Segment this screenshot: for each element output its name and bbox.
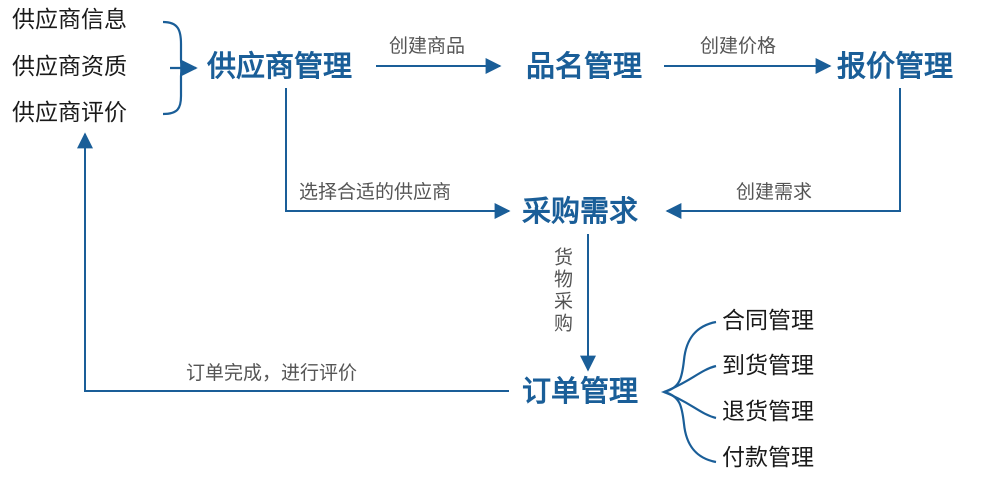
- payment-management-label: 付款管理: [722, 445, 814, 471]
- order-items-brace-inner: [660, 364, 717, 420]
- supplier-qualification-label: 供应商资质: [12, 54, 127, 80]
- supplier-info-label: 供应商信息: [12, 7, 127, 33]
- arrow-quote-to-purchase: [665, 88, 901, 219]
- order-items-brace: [663, 320, 717, 464]
- contract-management-label: 合同管理: [722, 308, 814, 334]
- goods-purchase-label: 货物采购: [551, 247, 573, 335]
- supplier-evaluation-label: 供应商评价: [12, 100, 127, 126]
- order-complete-evaluate-label: 订单完成，进行评价: [186, 362, 358, 384]
- product-management-node: 品名管理: [526, 49, 643, 83]
- supplier-management-node: 供应商管理: [207, 49, 353, 83]
- purchase-requirement-node: 采购需求: [522, 194, 639, 228]
- create-product-label: 创建商品: [389, 35, 466, 57]
- create-price-label: 创建价格: [700, 35, 777, 57]
- quote-management-node: 报价管理: [837, 49, 954, 83]
- arrival-management-label: 到货管理: [722, 353, 814, 379]
- arrow-order-to-evaluation: [77, 132, 509, 392]
- select-supplier-label: 选择合适的供应商: [299, 181, 452, 203]
- order-management-node: 订单管理: [522, 374, 639, 408]
- create-demand-label: 创建需求: [736, 181, 813, 203]
- arrow-supplier-to-purchase: [285, 88, 511, 219]
- return-management-label: 退货管理: [722, 399, 814, 425]
